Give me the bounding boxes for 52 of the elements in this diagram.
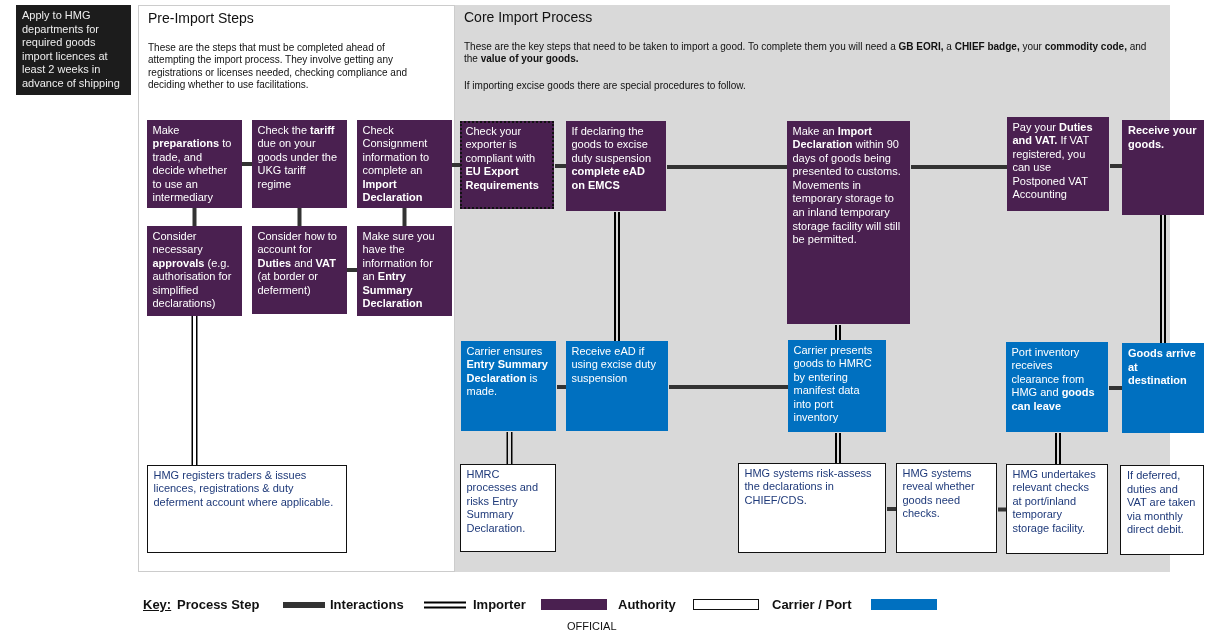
authority-step-box: HMRC processes and risks Entry Summary Declaration.	[459, 463, 556, 552]
carrier-step-box: Goods arrive at destination	[1122, 343, 1204, 433]
classification-marking: OFFICIAL	[567, 620, 617, 632]
legend-label: Carrier / Port	[772, 597, 852, 612]
section-heading: Core Import Process	[464, 11, 593, 25]
process-connector	[667, 165, 788, 169]
section-panel	[138, 5, 455, 572]
importer-step-box: Pay your Duties and VAT. If VAT registered, you can use Postponed VAT Accounting	[1006, 116, 1109, 211]
note-box: Apply to HMG departments for required goods import licences at least 2 weeks in advance of shipping	[16, 5, 131, 95]
section-heading: Pre-Import Steps	[148, 12, 254, 26]
process-connector	[192, 208, 197, 226]
section-description: These are the steps that must be completed ahead of attempting the import process. They involve getting any registrations or licenses needed, checking compliance and deciding whether to use facilitations.	[148, 42, 409, 92]
key-heading: Key:	[143, 597, 172, 612]
legend-label: Importer	[473, 597, 526, 612]
process-connector	[402, 208, 407, 226]
legend-label: Interactions	[330, 597, 404, 612]
authority-step-box: If deferred, duties and VAT are taken via monthly direct debit.	[1120, 465, 1204, 555]
process-connector	[452, 163, 461, 167]
importer-step-box: Make sure you have the information for an Entry Summary Declaration	[356, 225, 452, 316]
importer-step-box: Check your exporter is compliant with EU Export Requirements	[459, 120, 554, 209]
importer-step-box: Consider necessary approvals (e.g. authorisation for simplified declarations)	[146, 225, 242, 316]
authority-step-box: HMG registers traders & issues licences, registrations & duty deferment account where applicable.	[146, 464, 347, 553]
carrier-step-box: Carrier presents goods to HMRC by entering manifest data into port inventory	[787, 339, 886, 432]
process-connector	[1109, 386, 1122, 390]
importer-step-box: Receive your goods.	[1122, 120, 1204, 215]
authority-step-box: HMG systems reveal whether goods need checks.	[895, 462, 997, 553]
importer-step-box: Make preparations to trade, and decide whether to use an intermediary	[146, 119, 242, 208]
section-description: If importing excise goods there are special procedures to follow.	[464, 80, 747, 93]
carrier-step-box: Port inventory receives clearance from HMG and goods can leave	[1005, 341, 1108, 432]
interaction-connector	[191, 313, 198, 468]
process-connector	[555, 164, 567, 168]
importer-step-box: Consider how to account for Duties and VAT (at border or deferment)	[251, 225, 347, 314]
section-description: These are the key steps that need to be taken to import a good. To complete them you will need a GB EORI, a CHIEF badge, your commodity code, and the value of your goods.	[464, 41, 1148, 66]
process-connector	[887, 507, 897, 511]
legend-label: Process Step	[177, 597, 260, 612]
importer-step-box: Make an Import Declaration within 90 days of goods being presented to customs. Movements in temporary storage to an inland temporary storage facility will still be permitted.	[786, 120, 910, 324]
process-connector	[998, 507, 1007, 512]
process-connector	[242, 162, 252, 166]
legend-label: Authority	[618, 597, 676, 612]
carrier-step-box: Carrier ensures Entry Summary Declaration is made.	[460, 340, 556, 431]
process-connector	[911, 165, 1008, 169]
importer-step-box: Check the tariff due on your goods under the UKG tariff regime	[251, 119, 347, 208]
importer-step-box: If declaring the goods to excise duty suspension complete eAD on EMCS	[565, 120, 666, 211]
process-connector	[557, 385, 567, 389]
authority-step-box: HMG systems risk-assess the declarations in CHIEF/CDS.	[737, 462, 886, 553]
process-connector	[1110, 164, 1122, 168]
importer-step-box: Check Consignment information to complete an Import Declaration	[356, 119, 452, 208]
authority-step-box: HMG undertakes relevant checks at port/inland temporary storage facility.	[1005, 463, 1108, 554]
process-connector	[347, 268, 357, 272]
carrier-step-box: Receive eAD if using excise duty suspension	[565, 340, 668, 431]
process-connector	[669, 385, 789, 389]
process-connector	[297, 208, 302, 226]
